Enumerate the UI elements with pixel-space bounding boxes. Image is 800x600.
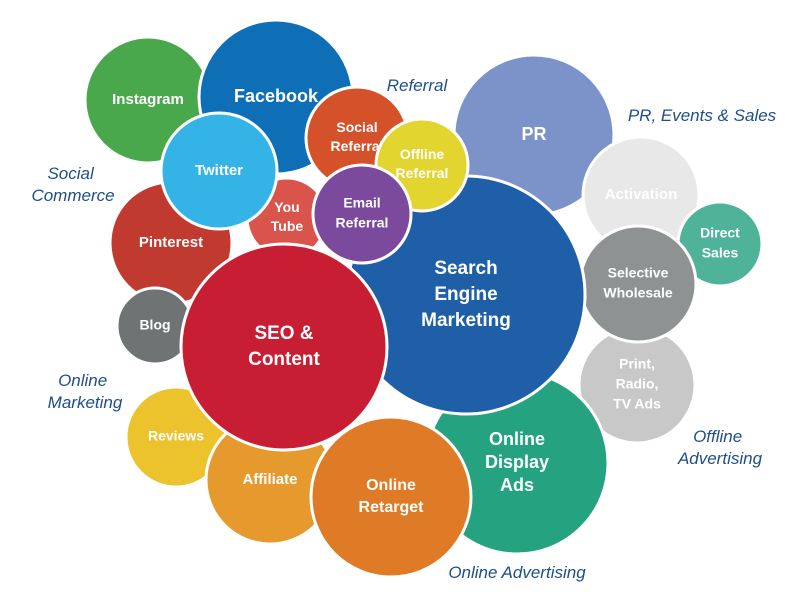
- bubble-search-engine-marketing-label: Engine: [434, 284, 497, 305]
- group-label-offline-advertising-line-1: Offline: [693, 427, 742, 446]
- group-label-pr-events-sales: PR, Events & Sales: [628, 106, 777, 125]
- bubble-facebook-label: Facebook: [234, 86, 319, 106]
- bubble-offline-referral-label: Offline: [400, 146, 445, 162]
- bubble-email-referral-circle: [311, 163, 413, 265]
- bubble-online-retarget-label: Online: [366, 477, 416, 494]
- bubble-online-retarget-label: Retarget: [359, 499, 425, 516]
- bubble-youtube-label: You: [274, 199, 299, 215]
- bubble-offline-referral-label: Referral: [396, 165, 449, 181]
- bubble-search-engine-marketing-label: Marketing: [421, 310, 511, 331]
- bubble-online-retarget-circle: [309, 415, 473, 579]
- group-label-online-advertising: Online Advertising: [448, 563, 586, 582]
- group-label-online-marketing-line-2: Marketing: [48, 393, 123, 412]
- bubble-affiliate-label: Affiliate: [242, 471, 297, 488]
- bubble-online-display-ads-label: Ads: [500, 475, 534, 495]
- bubble-seo-content-circle: [179, 242, 389, 452]
- bubble-email-referral-label: Referral: [336, 215, 389, 231]
- bubble-selective-wholesale-label: Selective: [608, 265, 669, 281]
- bubble-online-display-ads-label: Online: [489, 429, 545, 449]
- group-label-referral: Referral: [387, 76, 449, 95]
- bubble-search-engine-marketing-label: Search: [434, 258, 497, 279]
- bubble-seo-content-label: SEO &: [254, 323, 313, 344]
- group-label-social-commerce: Social Commerce: [31, 164, 114, 205]
- group-label-social-commerce-line-1: Social: [47, 164, 95, 183]
- bubble-blog-label: Blog: [139, 317, 170, 333]
- bubble-pinterest-label: Pinterest: [139, 234, 203, 251]
- bubble-online-display-ads-label: Display: [485, 452, 549, 472]
- bubble-print-radio-tv-label: TV Ads: [613, 396, 661, 412]
- bubble-pr: PR: [452, 53, 616, 217]
- bubble-social-referral-label: Social: [336, 119, 377, 135]
- bubble-reviews: Reviews: [124, 385, 228, 489]
- group-label-offline-advertising: Offline Advertising: [677, 427, 763, 468]
- bubble-direct-sales-label: Direct: [700, 225, 740, 241]
- bubble-twitter: Twitter: [159, 111, 279, 231]
- bubble-twitter-circle: [159, 111, 279, 231]
- bubble-activation-label: Activation: [605, 186, 678, 203]
- group-label-offline-advertising-line-2: Advertising: [677, 449, 763, 468]
- bubble-selective-wholesale-label: Wholesale: [603, 285, 672, 301]
- bubble-social-referral-label: Referral: [331, 138, 384, 154]
- bubble-print-radio-tv-label: Print,: [619, 356, 655, 372]
- bubble-direct-sales-label: Sales: [702, 245, 739, 261]
- bubble-pr-label: PR: [521, 124, 546, 144]
- bubble-youtube-label: Tube: [271, 218, 304, 234]
- group-label-social-commerce-line-2: Commerce: [31, 186, 114, 205]
- bubble-reviews-label: Reviews: [148, 428, 204, 444]
- bubble-email-referral-label: Email: [343, 195, 380, 211]
- bubble-seo-content: SEO & Content: [179, 242, 389, 452]
- bubble-seo-content-label: Content: [248, 349, 320, 370]
- bubble-instagram-label: Instagram: [112, 91, 184, 108]
- bubble-twitter-label: Twitter: [195, 162, 243, 179]
- bubble-print-radio-tv-label: Radio,: [616, 376, 659, 392]
- group-label-online-marketing: Online Marketing: [48, 371, 123, 412]
- group-label-online-marketing-line-1: Online: [58, 371, 107, 390]
